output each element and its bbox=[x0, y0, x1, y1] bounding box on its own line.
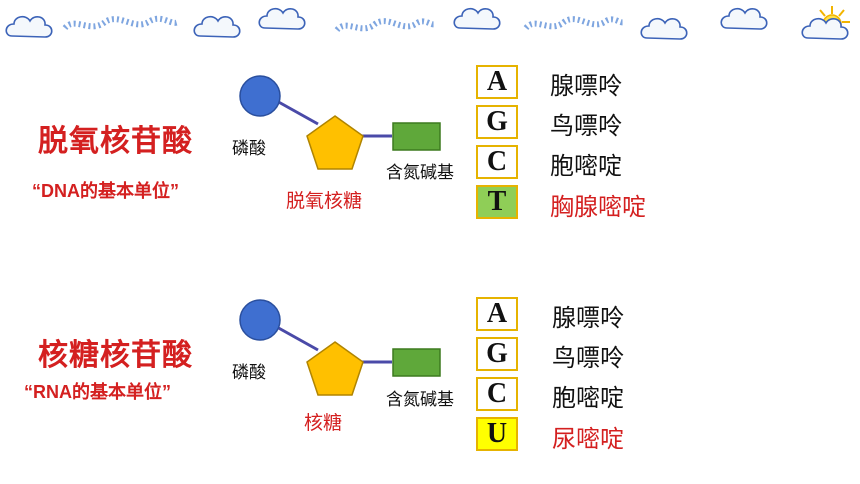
dna-base-label: 含氮碱基 bbox=[386, 163, 454, 183]
cloud-icon bbox=[720, 7, 768, 30]
deoxyribose-pentagon bbox=[306, 115, 364, 170]
nitrogenous-base-rect bbox=[392, 122, 441, 151]
dna-sugar-label: 脱氧核糖 bbox=[286, 190, 363, 212]
dna-base-box-a: A bbox=[476, 65, 518, 99]
rna-base-name-g: 鸟嘌呤 bbox=[552, 344, 624, 372]
cloud-icon bbox=[453, 7, 501, 30]
phosphate-circle bbox=[239, 299, 281, 341]
ribose-pentagon bbox=[306, 341, 364, 396]
rna-sugar-label: 核糖 bbox=[304, 412, 343, 434]
dna-base-box-t: T bbox=[476, 185, 518, 219]
dna-base-box-g: G bbox=[476, 105, 518, 139]
dna-phosphate-label: 磷酸 bbox=[232, 139, 266, 159]
dna-base-name-c: 胞嘧啶 bbox=[550, 152, 622, 180]
rna-base-name-a: 腺嘌呤 bbox=[552, 304, 624, 332]
rna-base-box-a: A bbox=[476, 297, 518, 331]
rna-base-box-c: C bbox=[476, 377, 518, 411]
dna-base-name-t: 胸腺嘧啶 bbox=[550, 193, 646, 221]
sun-cloud-icon bbox=[801, 6, 850, 40]
phosphate-sugar-bond bbox=[274, 98, 319, 126]
cloud-icon bbox=[258, 7, 306, 30]
wave-cloud-icon bbox=[62, 15, 180, 31]
dna-base-name-g: 鸟嘌呤 bbox=[550, 112, 622, 140]
rna-base-box-g: G bbox=[476, 337, 518, 371]
phosphate-sugar-bond bbox=[274, 324, 319, 352]
dna-base-name-a: 腺嘌呤 bbox=[550, 72, 622, 100]
wave-cloud-icon bbox=[523, 16, 626, 31]
nitrogenous-base-rect bbox=[392, 348, 441, 377]
phosphate-circle bbox=[239, 75, 281, 117]
cloud-icon bbox=[5, 15, 53, 38]
cloud-icon bbox=[193, 15, 241, 38]
rna-base-box-u: U bbox=[476, 417, 518, 451]
cloud-banner bbox=[5, 6, 850, 40]
rna-title: 核糖核苷酸 bbox=[38, 338, 193, 373]
dna-title: 脱氧核苷酸 bbox=[38, 124, 193, 159]
rna-base-name-c: 胞嘧啶 bbox=[552, 384, 624, 412]
rna-base-label: 含氮碱基 bbox=[386, 390, 454, 410]
rna-base-name-u: 尿嘧啶 bbox=[552, 425, 624, 453]
cloud-icon bbox=[640, 17, 688, 40]
rna-phosphate-label: 磷酸 bbox=[232, 363, 266, 383]
dna-subtitle: “DNA的基本单位” bbox=[32, 181, 179, 201]
rna-subtitle: “RNA的基本单位” bbox=[24, 382, 171, 402]
dna-base-box-c: C bbox=[476, 145, 518, 179]
wave-cloud-icon bbox=[334, 18, 437, 33]
